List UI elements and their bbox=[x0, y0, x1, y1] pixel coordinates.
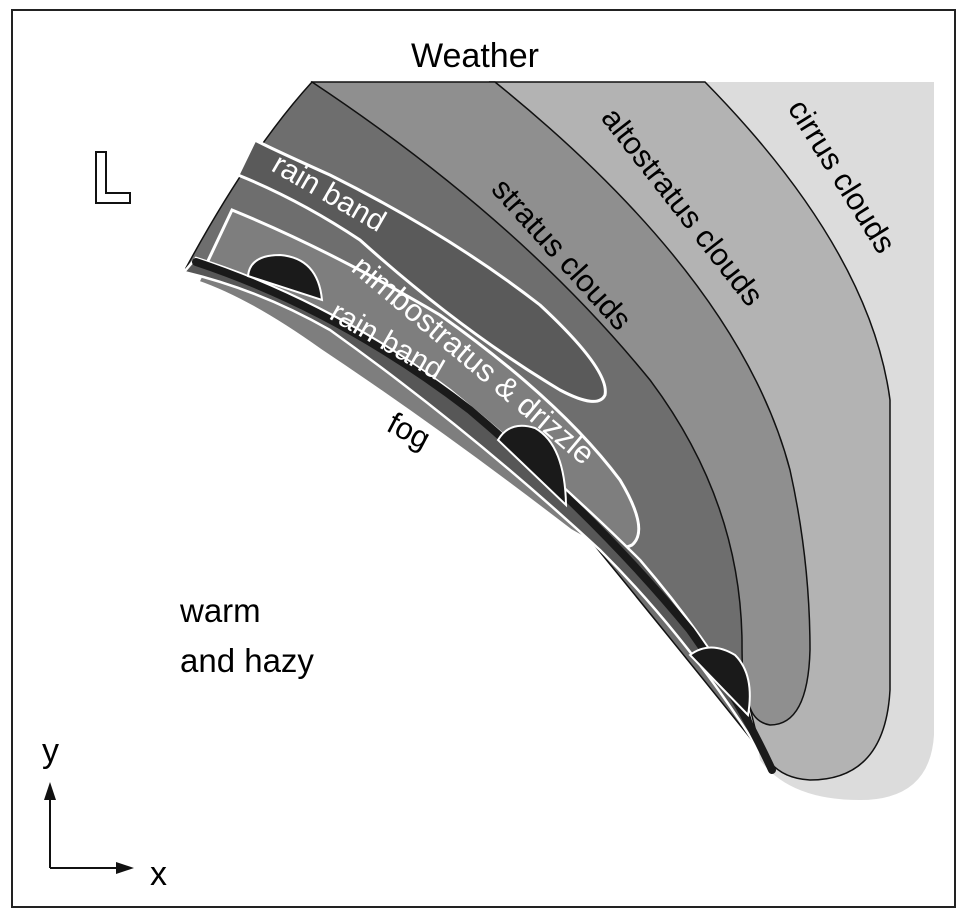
x-axis-label: x bbox=[150, 855, 167, 893]
front-symbol-3 bbox=[688, 646, 751, 718]
warm-label-line1: warm bbox=[179, 592, 261, 629]
warm-label-line2: and hazy bbox=[180, 642, 314, 679]
y-axis-arrowhead bbox=[44, 782, 56, 800]
low-pressure-symbol bbox=[95, 151, 131, 204]
front-symbol-2 bbox=[496, 424, 568, 508]
y-axis-label: y bbox=[42, 732, 59, 770]
diagram-title: Weather bbox=[411, 37, 539, 75]
upper-rain-band bbox=[235, 137, 607, 403]
front-symbol-1 bbox=[246, 253, 324, 302]
x-axis-arrowhead bbox=[116, 862, 134, 874]
